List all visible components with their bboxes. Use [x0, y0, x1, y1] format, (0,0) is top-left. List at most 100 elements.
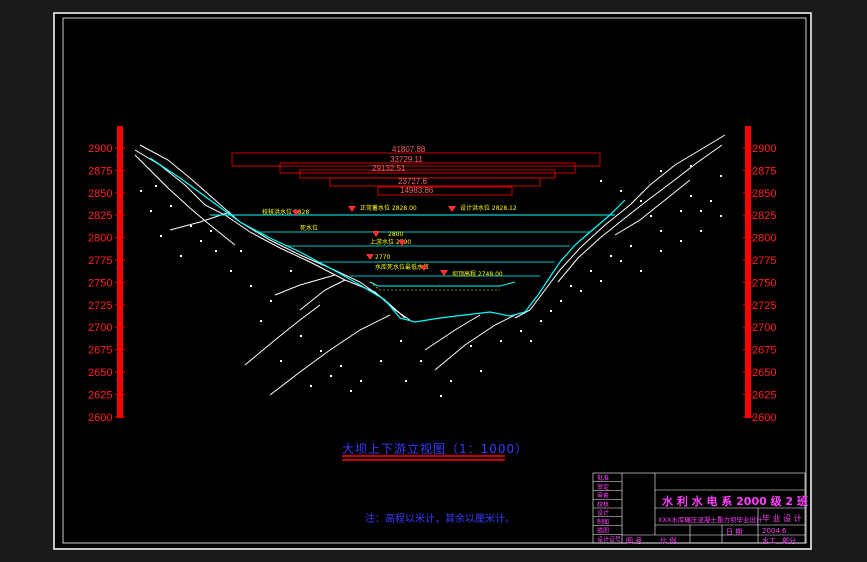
titleblock-row-label: 制图: [597, 518, 609, 526]
titleblock-subtitle: 毕 业 设 计: [762, 514, 802, 523]
rock-dot: [720, 215, 722, 217]
rock-dot: [160, 235, 162, 237]
rock-dot: [215, 250, 217, 252]
water-level-label: 2770: [375, 254, 390, 261]
rock-dot: [580, 290, 582, 292]
rock-dot: [180, 255, 182, 257]
right-bank-line-2: [557, 144, 723, 283]
water-level-labels: 校核洪水位 2828 正常蓄水位 2828.00 设计洪水位 2828.12 2800…: [262, 204, 517, 278]
elevation-label: 2625: [88, 389, 112, 401]
rock-dots: [140, 165, 722, 397]
elevation-label: 2825: [752, 210, 776, 222]
dimension-label: 41807.88: [392, 145, 426, 154]
rock-seam-1: [244, 304, 321, 366]
drawing-border: [53, 12, 812, 550]
elevation-label: 2700: [752, 322, 776, 334]
titleblock-row-label: 审定: [597, 483, 609, 491]
rock-dot: [260, 320, 262, 322]
triangle-marker: [348, 206, 356, 212]
rock-dot: [710, 200, 712, 202]
triangle-marker: [398, 240, 406, 246]
scale-bar: [117, 126, 123, 418]
water-level-label: 2800: [388, 231, 403, 238]
water-level-label: 水库死水位最低水位: [375, 263, 429, 271]
dimension-label: 14983.86: [400, 186, 434, 195]
elevation-label: 2700: [88, 322, 112, 334]
water-level-label: 设计洪水位 2828.12: [460, 204, 517, 212]
rock-dot: [280, 360, 282, 362]
terrain-lines: [134, 134, 726, 396]
dimension-label: 33729.11: [390, 155, 423, 164]
elevation-label: 2900: [752, 143, 776, 155]
rock-seam-2: [269, 314, 391, 396]
elevation-label: 2750: [88, 277, 112, 289]
rock-dot: [300, 335, 302, 337]
tb-date-label: 日 期: [726, 528, 743, 536]
rock-dot: [405, 380, 407, 382]
rock-dot: [570, 285, 572, 287]
titleblock-row-label: 设计证号: [597, 535, 621, 543]
triangle-marker: [292, 210, 300, 216]
rock-seam-4: [299, 279, 346, 311]
elevation-label: 2900: [88, 143, 112, 155]
rock-dot: [480, 370, 482, 372]
rock-dot: [610, 255, 612, 257]
elevation-label: 2750: [752, 277, 776, 289]
dim-bar-2: [279, 162, 576, 174]
rock-dot: [530, 340, 532, 342]
elevation-label: 2775: [88, 255, 112, 267]
rock-dot: [230, 270, 232, 272]
elevation-label: 2625: [752, 389, 776, 401]
rock-seam-3: [274, 274, 336, 296]
rock-dot: [150, 210, 152, 212]
elevation-label: 2775: [752, 255, 776, 267]
dim-bar-1: [231, 152, 601, 167]
right-ridge: [614, 179, 691, 236]
rock-dot: [270, 300, 272, 302]
rock-dot: [470, 345, 472, 347]
rock-dot: [210, 230, 212, 232]
triangle-marker: [420, 265, 428, 271]
rock-seam-5: [424, 314, 481, 351]
titleblock-row-label: 审查: [597, 492, 609, 500]
elevation-label: 2850: [752, 188, 776, 200]
rock-dot: [640, 200, 642, 202]
titleblock-row-label: 批准: [597, 474, 609, 482]
rock-dot: [190, 225, 192, 227]
triangle-marker: [366, 254, 374, 260]
rock-dot: [680, 210, 682, 212]
rock-dot: [400, 340, 402, 342]
elevation-label: 2650: [752, 367, 776, 379]
water-level-label: 正常蓄水位 2828.00: [360, 204, 417, 212]
rock-dot: [660, 230, 662, 232]
rock-dot: [640, 270, 642, 272]
scale-bar: [745, 126, 751, 418]
rock-dot: [350, 390, 352, 392]
rock-dot: [650, 215, 652, 217]
dim-bar-4: [329, 177, 541, 187]
left-elevation-scale: 2900287528502825280027752750272527002675…: [88, 126, 125, 424]
rock-dot: [660, 170, 662, 172]
rock-dot: [560, 300, 562, 302]
rock-dot: [600, 180, 602, 182]
tb-dept: 水工: [762, 537, 776, 545]
rock-dot: [600, 280, 602, 282]
rock-dot: [290, 270, 292, 272]
rock-dot: [720, 175, 722, 177]
elevation-label: 2600: [88, 412, 112, 424]
rock-dot: [690, 195, 692, 197]
water-level-label: 死水位: [300, 224, 318, 232]
rock-dot: [520, 330, 522, 332]
titleblock-project: XXX水库碾压混凝土重力坝毕业设计: [658, 516, 763, 524]
rock-dot: [620, 190, 622, 192]
right-bank-line: [514, 134, 726, 319]
water-level-label: 校核洪水位 2828: [262, 208, 309, 216]
rock-dot: [620, 260, 622, 262]
elevation-label: 2825: [88, 210, 112, 222]
rock-dot: [680, 240, 682, 242]
left-bank-line-2: [139, 144, 406, 319]
level-triangles: [292, 206, 456, 276]
